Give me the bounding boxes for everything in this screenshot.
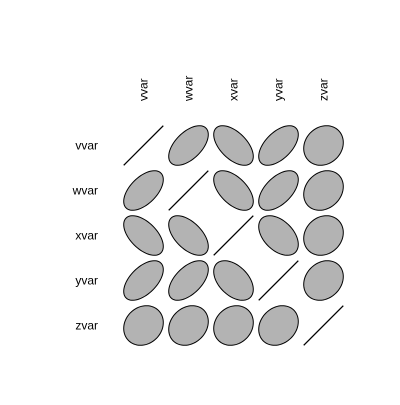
row-labels: vvar wvar xvar yvar zvar — [72, 139, 98, 333]
column-label-vvar: vvar — [137, 78, 151, 101]
ellipse-xvar-wvar — [168, 215, 209, 256]
diagonal-xvar — [213, 215, 254, 256]
ellipse-xvar-zvar — [303, 215, 344, 256]
ellipse-wvar-zvar — [303, 170, 344, 211]
ellipse-xvar-yvar — [258, 215, 299, 256]
ellipse-vvar-wvar — [168, 125, 209, 166]
ellipse-cells — [123, 125, 344, 346]
ellipse-vvar-xvar — [213, 125, 254, 166]
row-label-zvar: zvar — [75, 319, 98, 333]
ellipse-zvar-yvar — [258, 305, 299, 346]
diagonal-zvar — [303, 305, 344, 346]
ellipse-wvar-xvar — [213, 170, 254, 211]
diagonal-vvar — [123, 125, 164, 166]
ellipse-zvar-vvar — [123, 305, 164, 346]
row-label-vvar: vvar — [75, 139, 98, 153]
diagonal-wvar — [168, 170, 209, 211]
diagonal-yvar — [258, 260, 299, 301]
column-label-zvar: zvar — [317, 78, 331, 101]
row-label-xvar: xvar — [75, 229, 98, 243]
row-label-wvar: wvar — [72, 184, 98, 198]
ellipse-yvar-zvar — [303, 260, 344, 301]
ellipse-yvar-wvar — [168, 260, 209, 301]
ellipse-wvar-yvar — [258, 170, 299, 211]
column-label-xvar: xvar — [227, 78, 241, 101]
column-label-wvar: wvar — [182, 76, 196, 102]
ellipse-vvar-yvar — [258, 125, 299, 166]
ellipse-yvar-vvar — [123, 260, 164, 301]
ellipse-vvar-zvar — [303, 125, 344, 166]
ellipse-xvar-vvar — [123, 215, 164, 256]
column-label-yvar: yvar — [272, 78, 286, 101]
column-labels: vvar wvar xvar yvar zvar — [137, 76, 331, 102]
ellipse-yvar-xvar — [213, 260, 254, 301]
row-label-yvar: yvar — [75, 274, 98, 288]
ellipse-wvar-vvar — [123, 170, 164, 211]
ellipse-zvar-wvar — [168, 305, 209, 346]
ellipse-zvar-xvar — [213, 305, 254, 346]
